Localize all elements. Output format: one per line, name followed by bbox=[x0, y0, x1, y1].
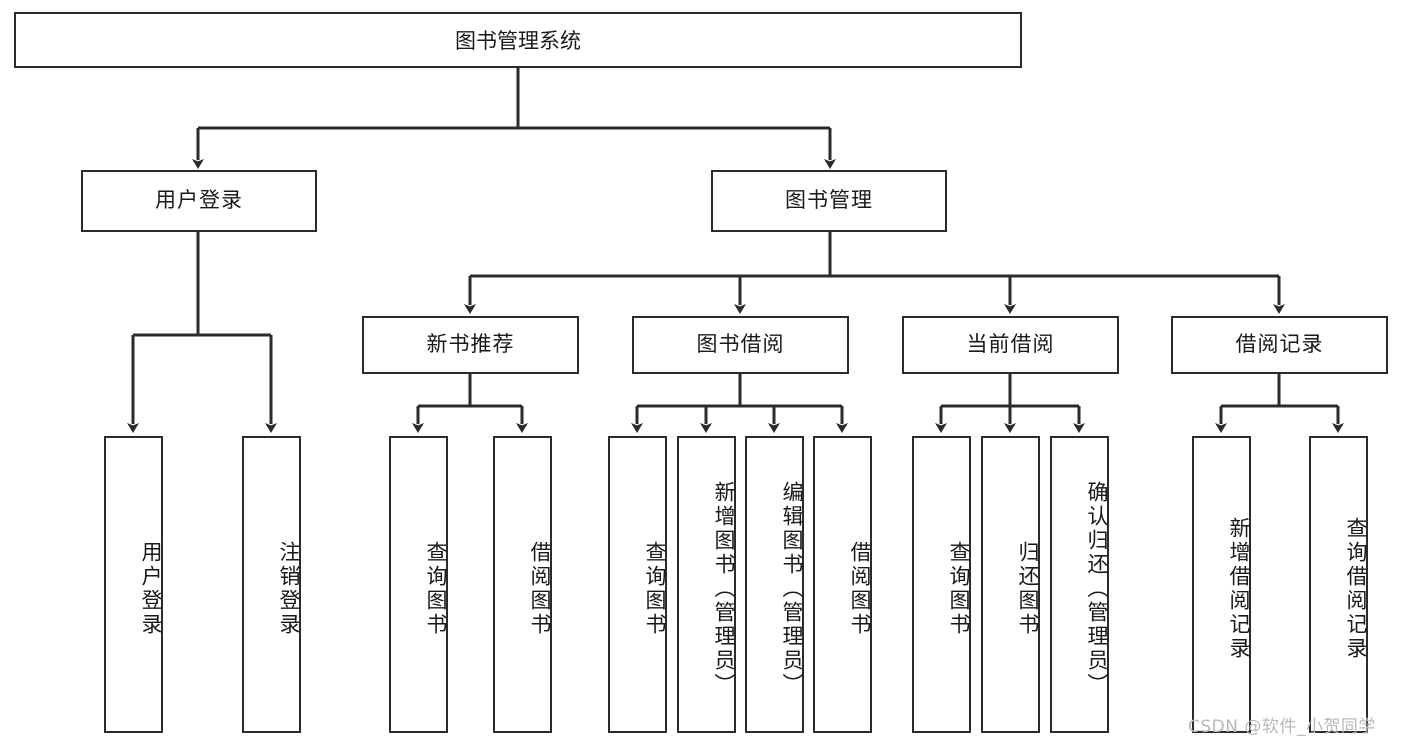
node-borrow-record[interactable]: 借阅记录 bbox=[1171, 316, 1388, 374]
leaf-borrow-book[interactable]: 借阅图书 bbox=[813, 436, 872, 733]
node-user-login[interactable]: 用户登录 bbox=[81, 170, 317, 232]
csdn-watermark: CSDN @软件_小贺同学 bbox=[1188, 717, 1376, 737]
node-new-book-recommend[interactable]: 新书推荐 bbox=[362, 316, 579, 374]
leaf-return-book[interactable]: 归还图书 bbox=[981, 436, 1040, 733]
node-label: 图书管理系统 bbox=[455, 29, 581, 53]
node-label: 借阅图书 bbox=[528, 540, 552, 637]
leaf-query-book-current[interactable]: 查询图书 bbox=[912, 436, 971, 733]
leaf-query-book-recommend[interactable]: 查询图书 bbox=[389, 436, 448, 733]
leaf-query-borrow-record[interactable]: 查询借阅记录 bbox=[1309, 436, 1368, 733]
node-label: 确认归还（管理员） bbox=[1085, 480, 1109, 697]
leaf-add-book-admin[interactable]: 新增图书（管理员） bbox=[677, 436, 736, 733]
node-label: 图书管理 bbox=[785, 188, 873, 213]
node-current-borrow[interactable]: 当前借阅 bbox=[902, 316, 1119, 374]
node-book-management[interactable]: 图书管理 bbox=[711, 170, 947, 232]
node-label: 查询图书 bbox=[947, 540, 971, 637]
node-label: 查询图书 bbox=[643, 540, 667, 637]
node-label: 查询借阅记录 bbox=[1344, 516, 1368, 661]
leaf-user-login[interactable]: 用户登录 bbox=[104, 436, 163, 733]
node-label: 当前借阅 bbox=[966, 332, 1055, 357]
node-label: 借阅图书 bbox=[848, 540, 872, 637]
node-label: 借阅记录 bbox=[1235, 332, 1324, 357]
node-label: 归还图书 bbox=[1016, 540, 1040, 637]
leaf-add-borrow-record[interactable]: 新增借阅记录 bbox=[1192, 436, 1251, 733]
leaf-confirm-return-admin[interactable]: 确认归还（管理员） bbox=[1050, 436, 1109, 733]
node-label: 新增图书（管理员） bbox=[712, 480, 736, 697]
node-label: 编辑图书（管理员） bbox=[780, 480, 804, 697]
node-label: 注销登录 bbox=[277, 540, 301, 637]
node-label: 新增借阅记录 bbox=[1227, 516, 1251, 661]
node-book-borrow[interactable]: 图书借阅 bbox=[632, 316, 849, 374]
leaf-edit-book-admin[interactable]: 编辑图书（管理员） bbox=[745, 436, 804, 733]
node-label: 用户登录 bbox=[139, 540, 163, 637]
node-label: 新书推荐 bbox=[426, 332, 515, 357]
node-label: 查询图书 bbox=[424, 540, 448, 637]
node-label: 用户登录 bbox=[155, 188, 243, 213]
node-root-book-management-system[interactable]: 图书管理系统 bbox=[14, 12, 1022, 68]
node-label: 图书借阅 bbox=[696, 332, 785, 357]
leaf-borrow-book-recommend[interactable]: 借阅图书 bbox=[493, 436, 552, 733]
leaf-logout[interactable]: 注销登录 bbox=[242, 436, 301, 733]
leaf-query-book-borrow[interactable]: 查询图书 bbox=[608, 436, 667, 733]
